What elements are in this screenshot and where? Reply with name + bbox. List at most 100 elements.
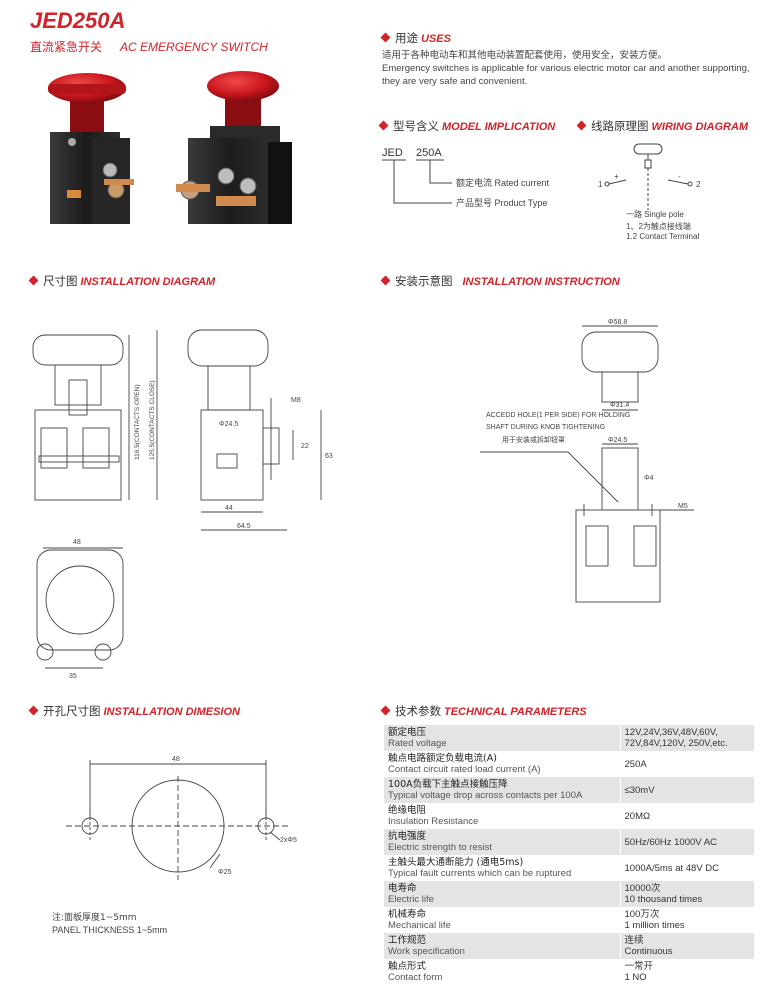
param-name-cn: 主触头最大通断能力 (通电5ms) [388,857,524,868]
uses-text: 适用于各种电动车和其他电动装置配套使用，使用安全，安装方便。 Emergency… [382,49,762,88]
param-name-en: Typical fault currents which can be rupt… [388,868,572,879]
dim-m8: M8 [291,397,301,404]
contact-terminal-en: 1.2 Contact Terminal [626,232,699,241]
param-name-en: Electric strength to resist [388,842,493,853]
wiring-heading-cn: 线路原理图 [591,119,649,133]
dim-63: 63 [325,453,333,460]
dim-cutout-48: 48 [172,756,180,763]
dim-dia-58-8: Φ58.8 [608,319,627,326]
wiring-plus: + [614,172,619,181]
wiring-diagram: 1 + - 2 一路 Single pole 1、2为触点接线端 1.2 Con… [598,143,701,241]
switch-photo-angled [176,71,292,224]
param-name-cn: 触点电路额定负载电流(A) [388,753,497,764]
uses-text-en: Emergency switches is applicable for var… [382,63,750,87]
dim-dia-4: Φ4 [644,475,654,482]
installation-instruction-heading-en: INSTALLATION INSTRUCTION [462,276,620,288]
dim-contacts-close: 125.5(CONTACTS CLOSE) [149,380,156,460]
param-value: 100万次 [624,909,660,920]
wiring-terminal-2: 2 [696,180,701,189]
param-name-en: Contact form [388,972,443,983]
dim-dia-24-5: Φ24.5 [219,421,238,428]
param-name-cn: 100A负载下主触点接触压降 [388,779,508,790]
product-name-en: AC EMERGENCY SWITCH [120,40,268,54]
installation-dimension-heading-cn: 开孔尺寸图 [43,704,101,718]
param-name-cell: 主触头最大通断能力 (通电5ms)Typical fault currents … [384,855,620,881]
param-name-cn: 机械寿命 [388,909,427,920]
diamond-bullet-icon [576,120,587,131]
product-title: JED250A [30,8,126,33]
table-row: 主触头最大通断能力 (通电5ms)Typical fault currents … [384,855,754,881]
dim-m5: M5 [678,503,688,510]
param-value-cell: 12V,24V,36V,48V,60V,72V,84V,120V, 250V,e… [619,725,754,751]
param-name-cn: 工作规范 [388,935,427,946]
dim-44: 44 [225,505,233,512]
dim-contacts-open: 116.5(CONTACTS OPEN) [134,384,141,460]
wiring-terminal-1: 1 [598,180,603,189]
param-value: 12V,24V,36V,48V,60V, [624,727,718,738]
param-name-cn: 绝缘电阻 [388,805,427,816]
param-name-en: Insulation Resistance [388,816,479,827]
technical-parameters-heading-en: TECHNICAL PARAMETERS [444,706,587,718]
diamond-bullet-icon [28,705,39,716]
param-value-cell: 1000A/5ms at 48V DC [619,855,754,881]
panel-note-en: PANEL THICKNESS 1~5mm [52,925,168,935]
param-name-en: Typical voltage drop across contacts per… [388,790,583,801]
param-name-cn: 电寿命 [388,883,417,894]
param-value-secondary: 72V,84V,120V, 250V,etc. [624,738,728,749]
dim-22: 22 [301,443,309,450]
product-name-cn: 直流紧急开关 [30,40,103,54]
switch-photo-front [48,73,134,224]
param-value-cell: 50Hz/60Hz 1000V AC [619,829,754,855]
dim-holes: 2xΦ5 [280,837,297,844]
installation-dimension-heading-en: INSTALLATION DIMESION [103,706,240,718]
panel-cutout-drawing: 48 2xΦ5 Φ25 [66,756,297,880]
technical-parameters-heading-cn: 技术参数 [395,704,441,718]
param-value: 连续 [624,935,644,946]
diamond-bullet-icon [380,705,391,716]
panel-note-cn: 注:面板厚度1~5mm [52,913,137,923]
table-row: 触点电路额定负载电流(A)Contact circuit rated load … [384,751,754,777]
param-name-en: Electric life [388,894,434,905]
param-value-secondary: 1 million times [624,920,685,931]
param-name-en: Work specification [388,946,465,957]
note-access-hole-2: SHAFT DURING KNOB TIGHTENING [486,424,605,431]
dim-64-5: 64.5 [237,523,251,530]
param-value: 250A [624,758,647,770]
param-value: ≤30mV [624,784,655,796]
param-name-cn: 触点形式 [388,961,427,972]
param-value: 1000A/5ms at 48V DC [624,862,720,874]
param-value: 一常开 [624,961,654,972]
product-type-label: 产品型号 Product Type [456,197,547,208]
model-implication-diagram: JED 250A 额定电流 Rated current 产品型号 Product… [382,147,550,208]
param-value: 10000次 [624,883,661,894]
param-name-cell: 触点电路额定负载电流(A)Contact circuit rated load … [384,751,620,777]
param-value: 50Hz/60Hz 1000V AC [624,836,717,848]
installation-diagram-drawing: 116.5(CONTACTS OPEN) 125.5(CONTACTS CLOS… [32,329,333,680]
diamond-bullet-icon [380,275,391,286]
param-name-en: Rated voltage [388,738,447,749]
note-access-hole-1: ACCEDD HOLE(1 PER SIDE) FOR HOLDING [486,412,630,419]
diamond-bullet-icon [380,32,391,43]
installation-instruction-drawing: ACCEDD HOLE(1 PER SIDE) FOR HOLDING SHAF… [480,319,694,603]
